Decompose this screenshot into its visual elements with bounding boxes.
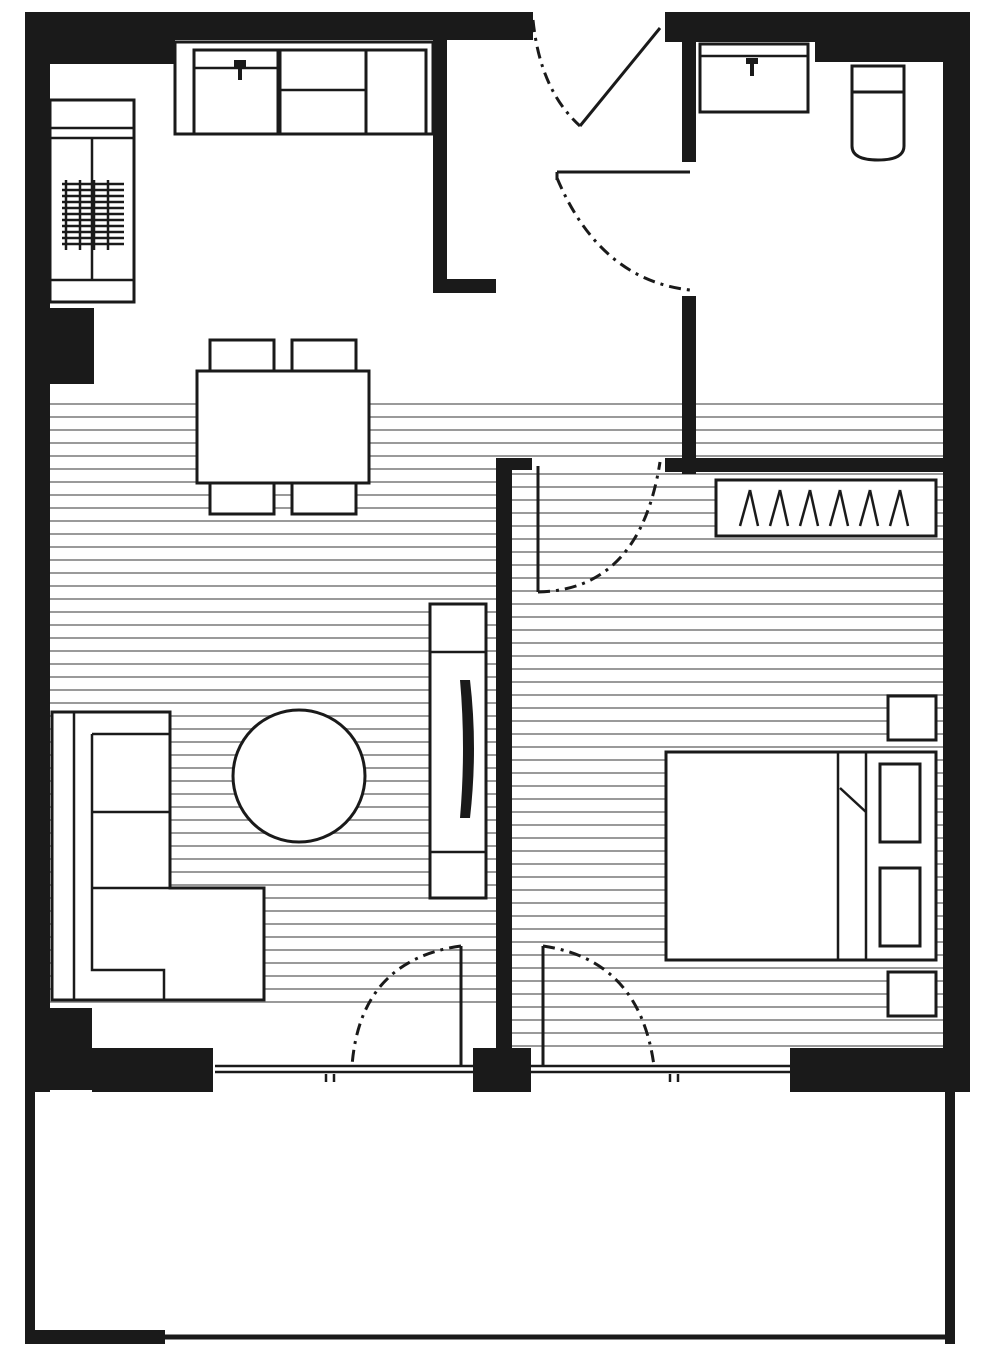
sofa (50, 710, 266, 1002)
entry-door-leaf (578, 27, 662, 127)
wardrobe (714, 478, 938, 538)
exterior-walls (25, 12, 970, 1092)
pillow (878, 762, 922, 844)
hanger (858, 489, 872, 527)
pillow (878, 866, 922, 948)
hanger (888, 489, 902, 527)
tv-unit (428, 602, 488, 900)
entry-door-arc (531, 19, 582, 128)
toilet (850, 64, 906, 162)
balcony-glazing (215, 1064, 790, 1082)
coffee-table (231, 708, 367, 844)
bedside-table (886, 970, 938, 1018)
bedside-table (886, 694, 938, 742)
hanger (738, 489, 752, 527)
hanger (748, 489, 760, 527)
hanger (768, 489, 782, 527)
hanger (828, 489, 842, 527)
kitchen-counter (173, 40, 435, 136)
kitchen-sink (234, 60, 246, 80)
dining-set (195, 338, 371, 516)
tv (460, 680, 474, 818)
door-swings (350, 19, 691, 1067)
hanger (778, 489, 790, 527)
cooktop-grid (62, 180, 124, 250)
hanger (838, 489, 850, 527)
double-bed (664, 750, 938, 962)
bedroom-door-arc (537, 461, 662, 594)
interior-walls (433, 36, 945, 1058)
hanger (898, 489, 910, 527)
bathroom-door-arc (555, 177, 691, 292)
bedroom-balcony-door-arc (542, 944, 656, 1067)
dining-table (195, 369, 371, 485)
living-balcony-door-arc (350, 944, 462, 1067)
hanger (798, 489, 812, 527)
bathroom-sink (698, 42, 810, 114)
balcony (25, 1090, 955, 1344)
hanger (808, 489, 820, 527)
hanger (868, 489, 880, 527)
